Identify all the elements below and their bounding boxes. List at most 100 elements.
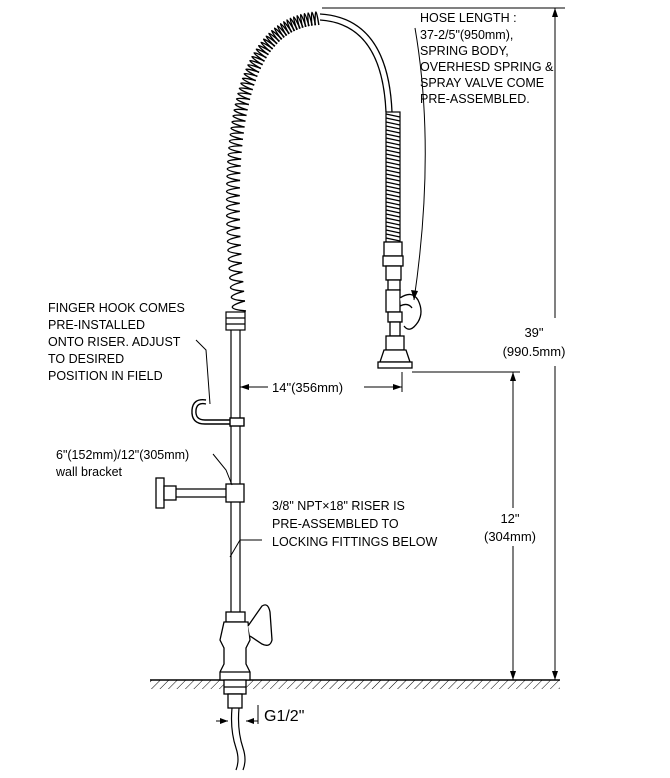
supply-hose — [230, 707, 246, 771]
hose-spring-turn — [385, 153, 401, 158]
hose-spring-turn — [385, 213, 401, 218]
total-height-metric: (990.5mm) — [503, 344, 566, 359]
hose-note-line: SPRAY VALVE COME — [420, 76, 544, 90]
finger-hook-note: FINGER HOOK COMES PRE-INSTALLED ONTO RIS… — [48, 301, 188, 383]
hose-spring-turn — [385, 229, 401, 234]
riser-note-line: LOCKING FITTINGS BELOW — [272, 535, 437, 549]
overhead-spring — [225, 11, 320, 312]
riser-note: 3/8" NPT×18" RISER IS PRE-ASSEMBLED TO L… — [272, 499, 437, 549]
hose-spring-turn — [385, 237, 401, 242]
hose-spring-turn — [385, 197, 401, 202]
hose-spring-turn — [385, 201, 401, 206]
spring-coil-turn — [314, 11, 320, 26]
spring-coil-turn — [229, 271, 244, 283]
wall-bracket — [155, 477, 245, 509]
hose-spring-turn — [385, 129, 401, 134]
spring-coil-turn — [231, 120, 246, 128]
hose-note: HOSE LENGTH : 37-2/5"(950mm), SPRING BOD… — [420, 11, 557, 106]
spring-coil-turn — [228, 144, 243, 154]
hose-spring-turn — [385, 233, 401, 238]
hose-spring-turn — [385, 165, 401, 170]
spray-height-dimension: 12" — [500, 511, 519, 526]
riser-note-line: 3/8" NPT×18" RISER IS — [272, 499, 405, 513]
counter-surface — [150, 679, 560, 689]
spring-coil-turn — [225, 187, 240, 197]
spring-coil-turn — [228, 262, 243, 274]
hose-spring-turn — [385, 221, 401, 226]
dimension-arrows — [220, 8, 558, 724]
leader-lines — [195, 27, 426, 558]
riser-pipe — [225, 311, 246, 612]
spring-coil-turn — [237, 92, 252, 101]
spring-coil-turn — [228, 138, 243, 147]
wall-bracket-note-line: wall bracket — [55, 465, 123, 479]
thread-dimension: G1/2" — [264, 708, 304, 725]
spring-coil-turn — [226, 235, 241, 246]
finger-hook-note-line: PRE-INSTALLED — [48, 318, 145, 332]
finger-hook — [191, 399, 245, 427]
spring-coil-turn — [226, 165, 241, 174]
spring-coil-turn — [226, 172, 241, 182]
spring-coil-turn — [226, 179, 241, 189]
hose-spring-turn — [385, 145, 401, 150]
spring-coil-turn — [226, 218, 241, 229]
hose-spring-turn — [385, 137, 401, 142]
hose-note-line: PRE-ASSEMBLED. — [420, 92, 530, 106]
hose-spring-turn — [385, 161, 401, 166]
base-valve — [219, 604, 273, 709]
spring-coil-turn — [226, 227, 241, 238]
spray-valve — [377, 241, 422, 369]
wall-bracket-note-line: 6"(152mm)/12"(305mm) — [56, 448, 189, 462]
hose-spring-body — [385, 111, 401, 243]
hose-note-line: SPRING BODY, — [420, 44, 509, 58]
spring-coil-turn — [227, 253, 242, 264]
finger-hook-note-line: POSITION IN FIELD — [48, 369, 163, 383]
hose-spring-turn — [385, 193, 401, 198]
spring-coil-turn — [225, 210, 241, 221]
spring-coil-turn — [235, 97, 251, 106]
spring-coil-turn — [234, 103, 249, 111]
hose-spring-turn — [385, 157, 401, 162]
spring-coil-turn — [227, 151, 242, 160]
spring-coil-turn — [229, 132, 244, 141]
hose-spring-turn — [385, 117, 401, 122]
hose-spring-turn — [385, 189, 401, 194]
spray-hose — [319, 13, 393, 113]
hose-note-line: 37-2/5"(950mm), — [420, 28, 513, 42]
spring-coil-turn — [230, 126, 245, 134]
hose-spring-turn — [385, 141, 401, 146]
hose-spring-turn — [385, 125, 401, 130]
spring-coil-turn — [232, 114, 247, 122]
hose-spring-turn — [385, 177, 401, 182]
finger-hook-note-line: ONTO RISER. ADJUST — [48, 335, 181, 349]
hose-spring-turn — [385, 225, 401, 230]
riser-note-line: PRE-ASSEMBLED TO — [272, 517, 399, 531]
dimension-lines — [216, 7, 565, 724]
reach-dimension: 14"(356mm) — [272, 380, 343, 395]
finger-hook-note-line: TO DESIRED — [48, 352, 124, 366]
spring-coil-turn — [230, 290, 246, 302]
spring-coil-turn — [225, 194, 240, 205]
hose-spring-turn — [385, 181, 401, 186]
finger-hook-note-line: FINGER HOOK COMES — [48, 301, 185, 315]
wall-bracket-note: 6"(152mm)/12"(305mm) wall bracket — [55, 448, 193, 479]
hose-note-line: HOSE LENGTH : — [420, 11, 517, 25]
spring-coil-turn — [229, 280, 245, 292]
hose-spring-turn — [385, 121, 401, 126]
spring-coil-turn — [233, 108, 248, 117]
hose-spring-turn — [385, 217, 401, 222]
spray-height-metric: (304mm) — [484, 529, 536, 544]
hose-spring-turn — [385, 205, 401, 210]
hose-spring-turn — [385, 169, 401, 174]
hose-spring-turn — [385, 133, 401, 138]
spring-coil-turn — [231, 300, 247, 312]
spring-coil-turn — [225, 202, 240, 213]
hose-spring-turn — [385, 173, 401, 178]
hose-note-line: OVERHESD SPRING & — [420, 60, 554, 74]
hose-spring-turn — [385, 149, 401, 154]
spring-coil-turn — [227, 244, 242, 255]
spring-coil-turn — [227, 158, 242, 167]
total-height-dimension: 39" — [524, 325, 543, 340]
